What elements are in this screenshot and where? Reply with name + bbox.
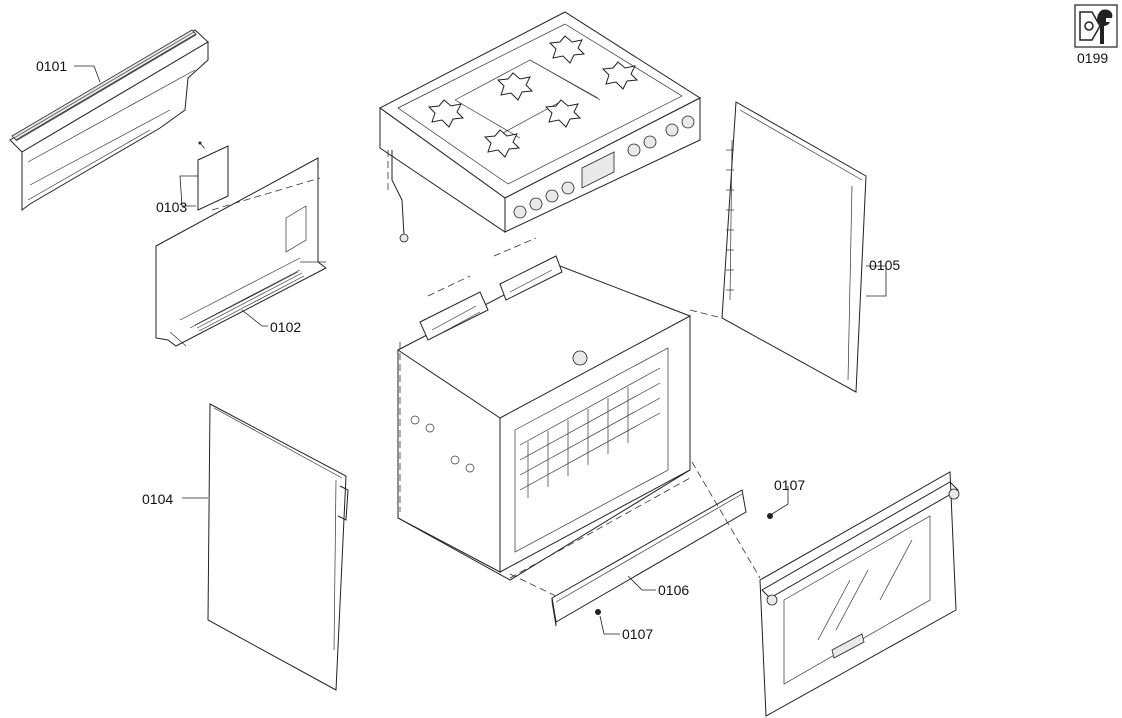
callout-0107-lower: 0107: [622, 626, 654, 642]
screw-lower: [595, 609, 601, 615]
service-kit: 0199: [1074, 4, 1118, 66]
cooktop-assembly: [379, 11, 702, 243]
wrench-service-icon: [1074, 4, 1118, 48]
callout-0103: 0103: [156, 199, 188, 215]
leader-lines: [74, 65, 887, 635]
cooktop-burners: [427, 35, 639, 158]
part-0105-side-panel: [689, 101, 867, 393]
part-0104-side-panel: [207, 403, 349, 691]
cooktop-knobs: [513, 115, 695, 219]
screw-upper: [767, 513, 773, 519]
callout-0107-upper: 0107: [774, 477, 806, 493]
callout-0105: 0105: [869, 257, 901, 273]
part-0101-rear-trim: [9, 29, 209, 211]
oven-door: [691, 461, 960, 717]
part-0103-plate: [197, 141, 229, 211]
callout-0104: 0104: [142, 491, 174, 507]
callout-0101: 0101: [36, 58, 68, 74]
callout-0102: 0102: [270, 319, 302, 335]
part-0106-kick-plate: [509, 489, 747, 627]
oven-racks: [519, 367, 661, 498]
convection-fans: [419, 237, 563, 341]
callout-0106: 0106: [658, 582, 690, 598]
oven-body: [397, 237, 691, 581]
part-0102-rear-panel: [155, 157, 327, 347]
service-code: 0199: [1077, 50, 1109, 66]
